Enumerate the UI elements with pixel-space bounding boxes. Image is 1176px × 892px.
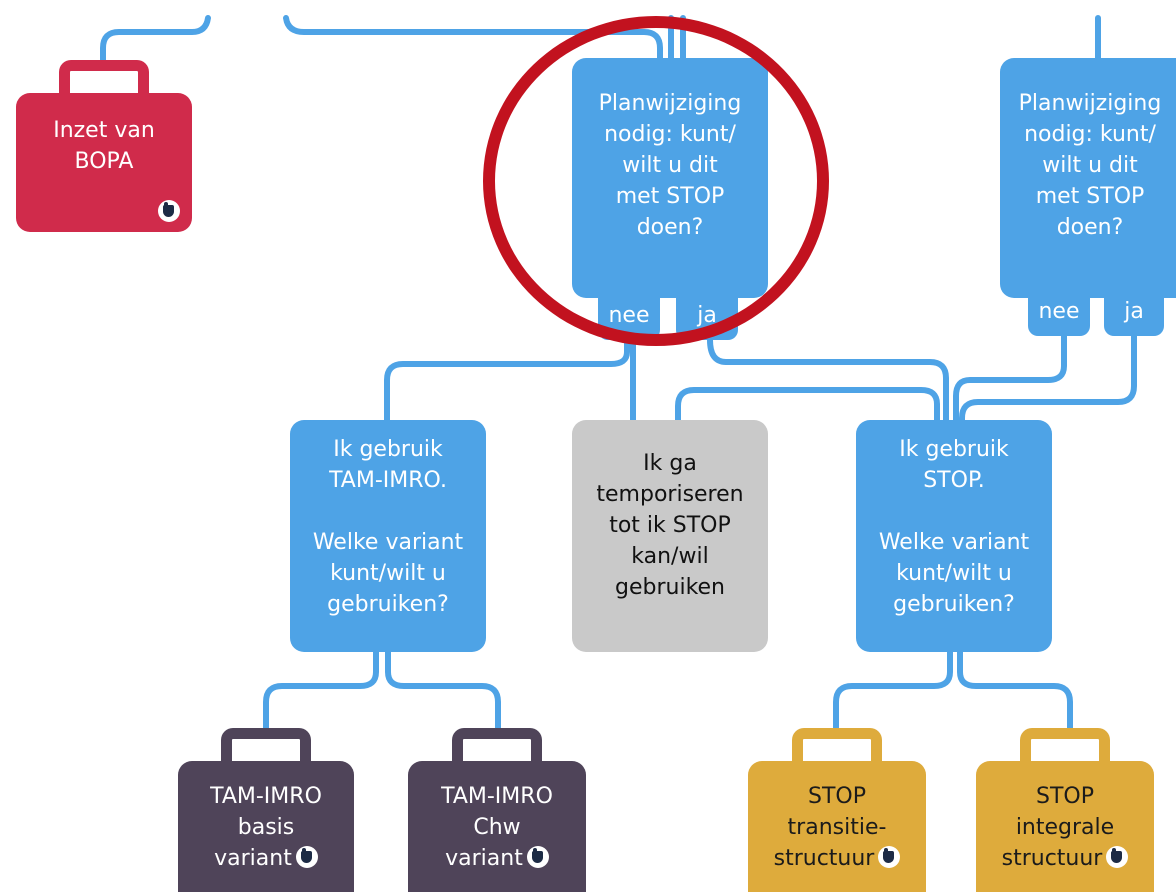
hand-pointer-icon[interactable]: [158, 200, 180, 222]
case-stop-integrale[interactable]: STOP integrale structuur: [976, 728, 1154, 892]
case-bopa[interactable]: Inzet van BOPA: [16, 60, 192, 232]
case-body: Inzet van BOPA: [16, 93, 192, 232]
case-handle: [59, 60, 149, 104]
stop-box: Ik gebruik STOP. Welke variant kunt/wilt…: [856, 420, 1052, 652]
question-box-right: Planwijziging nodig: kunt/ wilt u dit me…: [1000, 58, 1176, 298]
hand-pointer-icon[interactable]: [878, 846, 901, 868]
case-handle: [452, 728, 542, 772]
case-handle: [1020, 728, 1110, 772]
case-body: TAM-IMRO basis variant: [178, 761, 354, 892]
case-title: Inzet van BOPA: [53, 118, 155, 174]
highlight-circle: [483, 16, 829, 346]
case-tam-imro-chw[interactable]: TAM-IMRO Chw variant: [408, 728, 586, 892]
case-handle: [221, 728, 311, 772]
case-body: TAM-IMRO Chw variant: [408, 761, 586, 892]
case-tam-imro-basis[interactable]: TAM-IMRO basis variant: [178, 728, 354, 892]
case-body: STOP transitie- structuur: [748, 761, 926, 892]
temporiseren-box: Ik ga temporiseren tot ik STOP kan/wil g…: [572, 420, 768, 652]
hand-pointer-icon[interactable]: [526, 846, 549, 868]
case-stop-transitie[interactable]: STOP transitie- structuur: [748, 728, 926, 892]
answer-yes-tab-right[interactable]: ja: [1104, 294, 1164, 336]
case-handle: [792, 728, 882, 772]
hand-pointer-icon[interactable]: [1106, 846, 1129, 868]
case-body: STOP integrale structuur: [976, 761, 1154, 892]
answer-no-tab-right[interactable]: nee: [1028, 294, 1090, 336]
hand-pointer-icon[interactable]: [295, 846, 318, 868]
tam-imro-box: Ik gebruik TAM-IMRO. Welke variant kunt/…: [290, 420, 486, 652]
